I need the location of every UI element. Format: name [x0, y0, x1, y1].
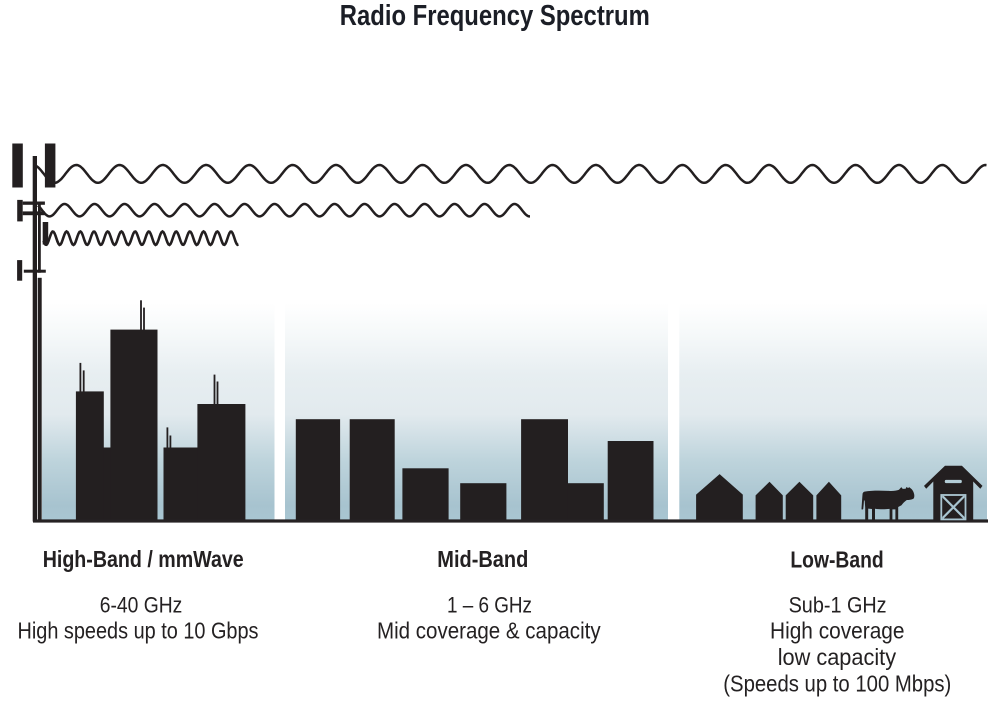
svg-text:High speeds up to 10 Gbps: High speeds up to 10 Gbps [18, 618, 259, 644]
svg-text:Mid-Band: Mid-Band [437, 546, 528, 572]
svg-text:Mid coverage & capacity: Mid coverage & capacity [377, 618, 601, 644]
svg-text:High-Band / mmWave: High-Band / mmWave [43, 546, 244, 572]
svg-text:low capacity: low capacity [778, 644, 897, 670]
svg-text:High coverage: High coverage [770, 618, 905, 644]
svg-text:(Speeds up to 100 Mbps): (Speeds up to 100 Mbps) [723, 671, 951, 697]
svg-text:6-40 GHz: 6-40 GHz [100, 592, 183, 617]
svg-text:Radio Frequency Spectrum: Radio Frequency Spectrum [340, 0, 650, 32]
svg-text:1 – 6 GHz: 1 – 6 GHz [447, 592, 532, 617]
svg-text:Sub-1 GHz: Sub-1 GHz [789, 592, 887, 617]
svg-text:Low-Band: Low-Band [790, 547, 883, 573]
